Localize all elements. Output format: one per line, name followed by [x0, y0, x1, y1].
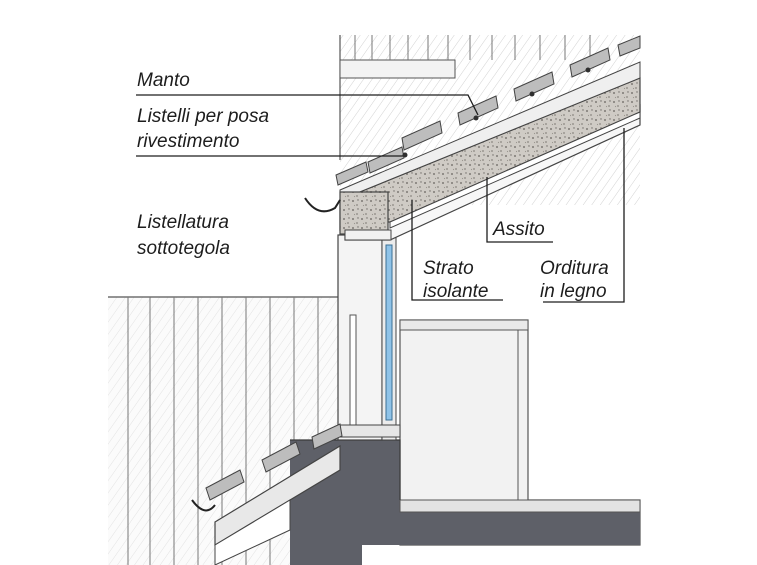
side-wall-with-window [337, 234, 401, 441]
main-roof [304, 35, 641, 241]
label-strato-line2: isolante [423, 281, 489, 302]
label-listellatura-line1: Listellatura [137, 212, 229, 233]
label-listelli-line2: rivestimento [137, 131, 239, 152]
lower-roof [191, 423, 343, 565]
label-orditura-line1: Orditura [540, 258, 609, 279]
leader-lines [136, 94, 625, 303]
label-strato-line1: Strato [423, 258, 474, 279]
label-listelli-line1: Listelli per posa [137, 106, 269, 127]
label-orditura-line2: in legno [540, 281, 607, 302]
label-assito: Assito [492, 219, 545, 240]
label-listellatura-line2: sottotegola [137, 238, 230, 259]
label-manto: Manto [137, 70, 190, 91]
